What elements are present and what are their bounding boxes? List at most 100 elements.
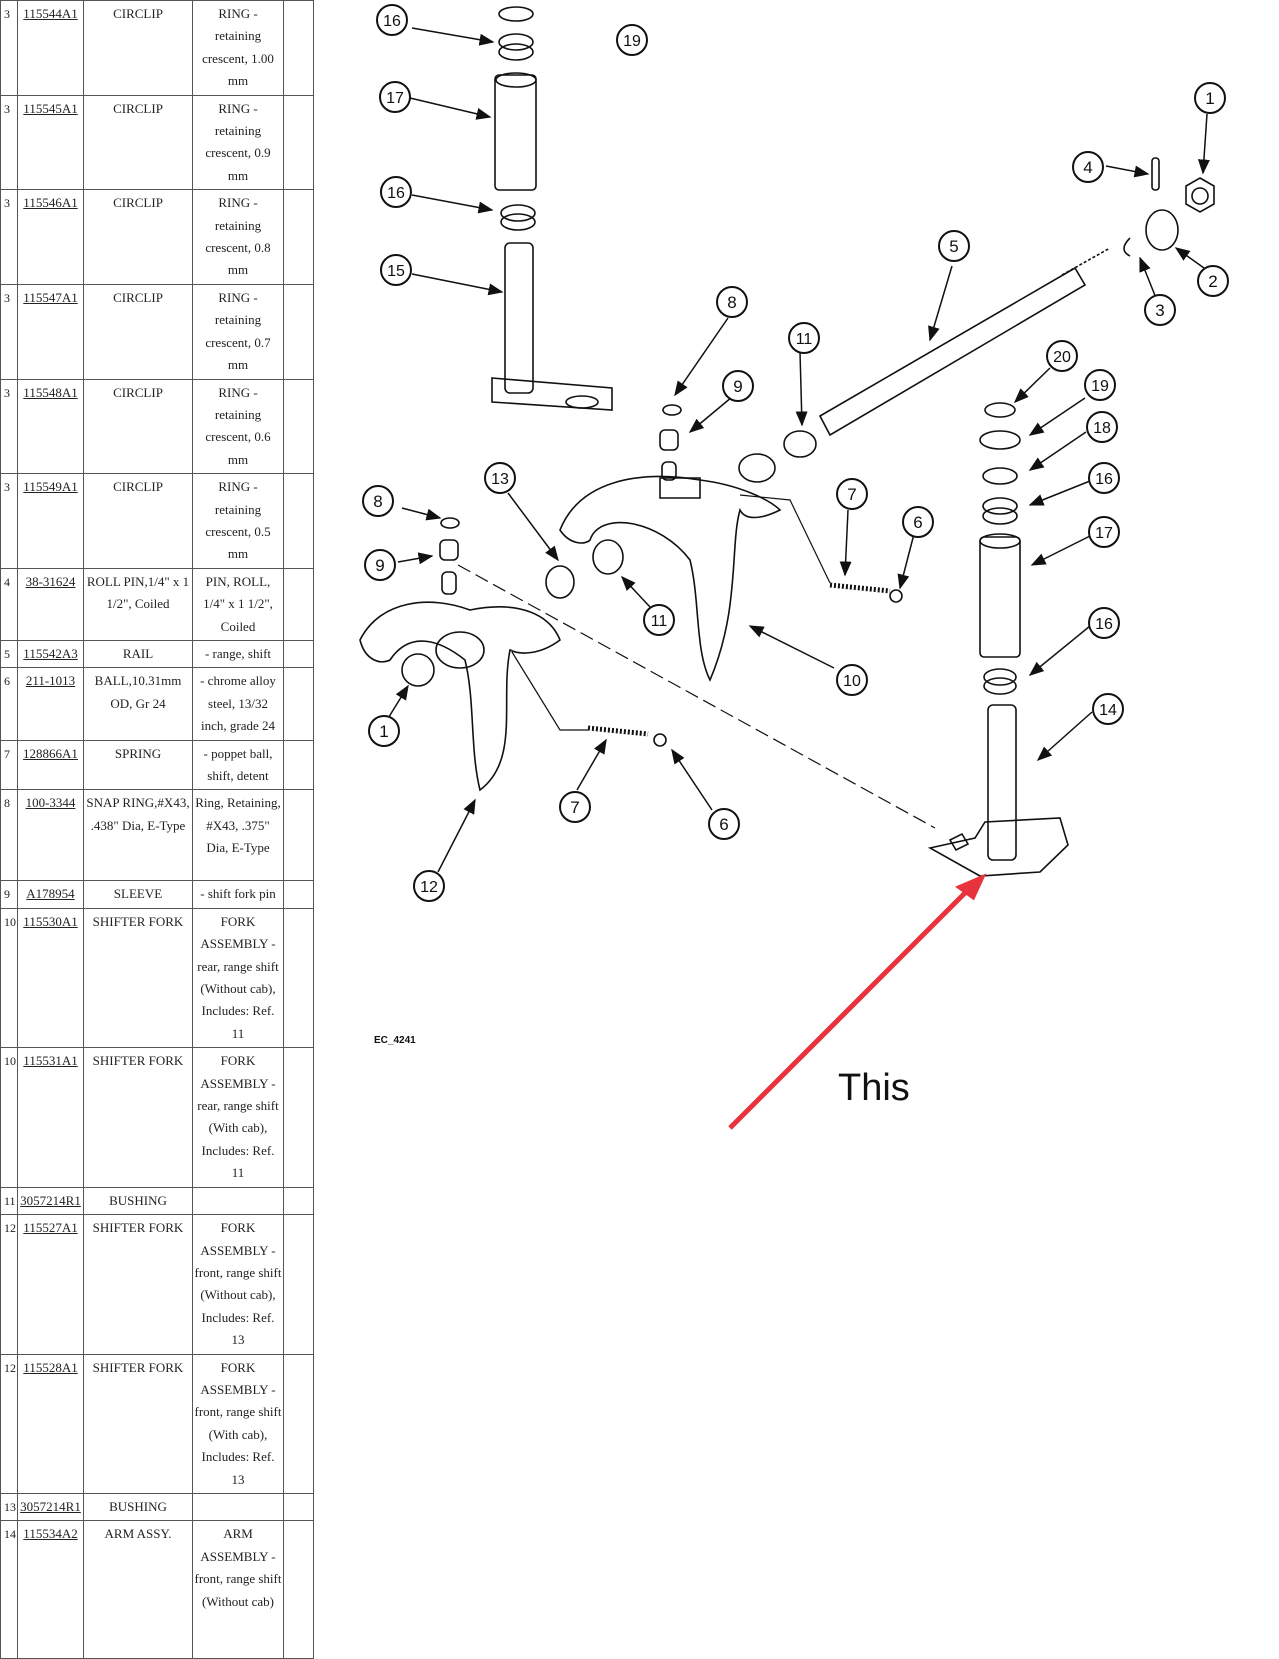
part-number-cell: 3057214R1 (17, 1186, 84, 1216)
part-number-cell: 115542A3 (17, 639, 84, 669)
part-description-cell (192, 1186, 284, 1216)
part-number-link[interactable]: 100-3344 (25, 795, 76, 811)
callout-number: 6 (719, 815, 728, 834)
callout-number: 16 (1095, 616, 1113, 633)
part-name-cell: CIRCLIP (83, 0, 193, 96)
part-number-link[interactable]: 115530A1 (23, 913, 78, 929)
part-description-cell: Ring, Retaining, #X43, .375" Dia, E-Type (192, 789, 284, 882)
callout-number: 16 (1095, 471, 1113, 488)
part-description-cell: - shift fork pin (192, 880, 284, 909)
ref-cell: 3 (0, 378, 18, 475)
callout-8: 8 (362, 485, 394, 517)
part-description-cell: ARM ASSEMBLY - front, range shift (Witho… (192, 1520, 284, 1659)
part-number-link[interactable]: 3057214R1 (20, 1192, 81, 1208)
part-description-cell: FORK ASSEMBLY - rear, range shift (With … (192, 1047, 284, 1188)
callout-number: 1 (379, 722, 388, 741)
part-number-link[interactable]: 115547A1 (23, 289, 78, 305)
parts-table: 3 115544A1 CIRCLIP RING - retaining crescen… (0, 0, 314, 1659)
part-number-cell: 115546A1 (17, 189, 84, 285)
callout-11: 11 (788, 322, 820, 354)
washer-part (498, 6, 534, 22)
part-number-link[interactable]: 115534A2 (23, 1526, 78, 1542)
empty-cell (283, 473, 314, 569)
callout-number: 9 (375, 556, 384, 575)
callout-4: 4 (1072, 151, 1104, 183)
arm-plate-part-14 (927, 817, 1069, 877)
part-name-cell: SNAP RING,#X43, .438" Dia, E-Type (83, 789, 193, 882)
callout-number: 16 (383, 13, 401, 30)
ref-cell: 8 (0, 789, 18, 882)
part-number-link[interactable]: 128866A1 (23, 745, 78, 761)
callout-7: 7 (836, 478, 868, 510)
part-description-cell: RING - retaining crescent, 0.5 mm (192, 473, 284, 569)
part-number-cell: 115549A1 (17, 473, 84, 569)
callout-1: 1 (1194, 82, 1226, 114)
part-number-cell: 128866A1 (17, 739, 84, 791)
part-number-cell: 211-1013 (17, 667, 84, 741)
part-number-link[interactable]: 115548A1 (23, 384, 78, 400)
callout-19: 19 (616, 24, 648, 56)
ref-cell: 12 (0, 1353, 18, 1494)
part-number-cell: 115534A2 (17, 1520, 84, 1659)
callout-number: 3 (1155, 301, 1164, 320)
callout-16: 16 (376, 4, 408, 36)
part-number-link[interactable]: 115546A1 (23, 195, 78, 211)
part-number-link[interactable]: 115531A1 (23, 1053, 78, 1069)
callout-7: 7 (559, 791, 591, 823)
callout-number: 11 (796, 331, 813, 348)
part-name-cell: SHIFTER FORK (83, 1353, 193, 1494)
empty-cell (283, 667, 314, 741)
callout-number: 2 (1208, 272, 1217, 291)
part-number-link[interactable]: 115544A1 (23, 6, 78, 21)
part-number-link[interactable]: 115528A1 (23, 1359, 78, 1375)
ref-cell: 3 (0, 189, 18, 285)
part-number-link[interactable]: 3057214R1 (20, 1498, 81, 1514)
ref-cell: 4 (0, 567, 18, 641)
empty-cell (283, 739, 314, 791)
part-number-link[interactable]: 211-1013 (25, 673, 76, 689)
part-description-cell: RING - retaining crescent, 0.7 mm (192, 283, 284, 380)
ref-cell: 7 (0, 739, 18, 791)
sleeve-part-17-right (979, 536, 1021, 658)
callout-6: 6 (902, 506, 934, 538)
callout-number: 5 (949, 237, 958, 256)
callout-number: 7 (847, 485, 856, 504)
callout-number: 8 (727, 293, 736, 312)
callout-10: 10 (836, 664, 868, 696)
part-description-cell: PIN, ROLL, 1/4" x 1 1/2", Coiled (192, 567, 284, 641)
callout-18: 18 (1086, 411, 1118, 443)
ref-cell: 3 (0, 0, 18, 96)
callout-8: 8 (716, 286, 748, 318)
callout-number: 1 (1205, 89, 1214, 108)
part-description-cell: - range, shift (192, 639, 284, 669)
empty-cell (283, 1186, 314, 1216)
callout-number: 8 (373, 492, 382, 511)
part-number-link[interactable]: 38-31624 (25, 573, 76, 589)
part-number-link[interactable]: 115545A1 (23, 100, 78, 116)
callout-number: 20 (1053, 349, 1071, 366)
empty-cell (283, 94, 314, 191)
callout-16: 16 (380, 176, 412, 208)
part-name-cell: SHIFTER FORK (83, 1047, 193, 1188)
part-number-link[interactable]: A178954 (26, 886, 75, 902)
empty-cell (283, 639, 314, 669)
callout-20: 20 (1046, 340, 1078, 372)
part-description-cell: FORK ASSEMBLY - front, range shift (With… (192, 1353, 284, 1494)
part-number-link[interactable]: 115549A1 (23, 479, 78, 495)
empty-cell (283, 283, 314, 380)
part-number-link[interactable]: 115542A3 (23, 645, 78, 661)
callout-11: 11 (643, 604, 675, 636)
part-number-link[interactable]: 115527A1 (23, 1220, 78, 1236)
callout-16: 16 (1088, 462, 1120, 494)
empty-cell (283, 907, 314, 1049)
empty-cell (283, 567, 314, 641)
part-description-cell: - chrome alloy steel, 13/32 inch, grade … (192, 667, 284, 741)
